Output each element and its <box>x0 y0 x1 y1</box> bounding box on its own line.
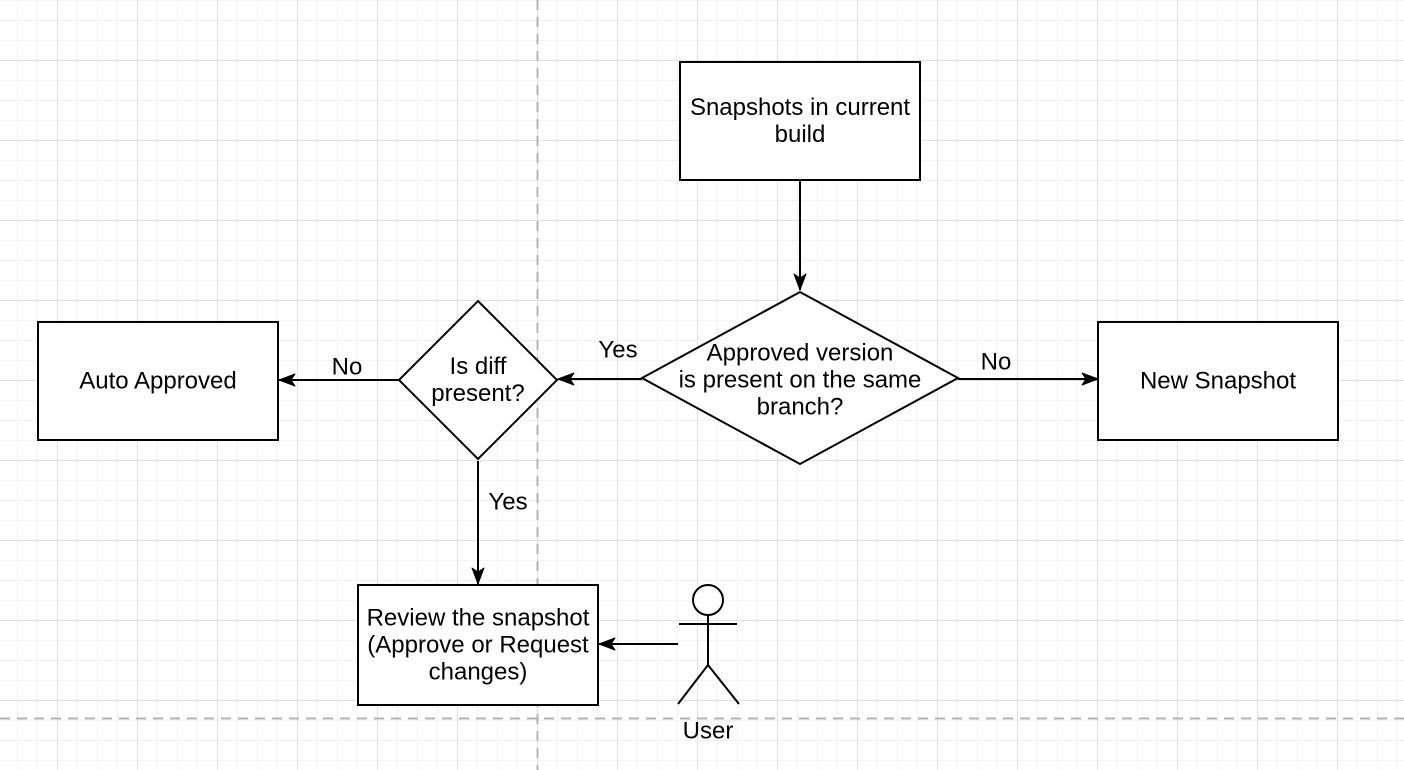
actor-head <box>692 584 724 616</box>
auto-approved-box[interactable] <box>37 321 279 441</box>
is-diff-diamond[interactable] <box>397 299 559 461</box>
approved-version-diamond[interactable] <box>639 290 961 466</box>
new-snapshot-box[interactable] <box>1097 321 1339 441</box>
actor-right-leg <box>707 664 740 705</box>
review-box[interactable] <box>357 584 599 706</box>
actor-left-leg <box>677 664 709 705</box>
user-actor-figure[interactable] <box>677 584 740 705</box>
snapshots-box[interactable] <box>679 61 921 181</box>
